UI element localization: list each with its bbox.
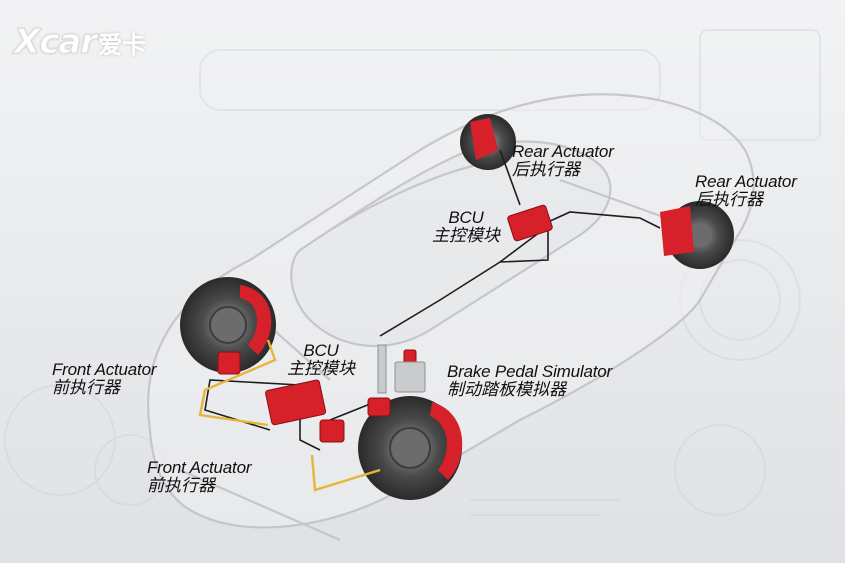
label-en: BCU	[303, 341, 339, 360]
label-zh: 后执行器	[695, 190, 763, 211]
label-bcu-center: BCU 主控模块	[287, 341, 355, 379]
label-en: BCU	[448, 208, 484, 227]
label-en: Rear Actuator	[695, 172, 797, 191]
rear-right-disc	[660, 201, 734, 269]
wiring-yellow	[198, 339, 381, 492]
label-zh: 前执行器	[147, 476, 215, 497]
rear-left-disc	[460, 114, 516, 170]
logo-name: 爱卡	[98, 30, 147, 59]
bcu-rear-block	[507, 204, 553, 242]
front-actuator-left-block	[217, 351, 241, 375]
label-brake-pedal-simulator: Brake Pedal Simulator 制动踏板模拟器	[447, 362, 612, 400]
logo-mark: Xcar	[13, 22, 97, 63]
label-en: Front Actuator	[52, 360, 157, 379]
red-components	[217, 204, 553, 443]
label-zh: 制动踏板模拟器	[447, 380, 566, 401]
label-en: Front Actuator	[147, 458, 252, 477]
label-bcu-top: BCU 主控模块	[432, 208, 500, 246]
label-zh: 主控模块	[287, 359, 355, 380]
background-dashboard-ghost	[4, 29, 821, 516]
bcu-front-block	[265, 379, 327, 426]
label-en: Rear Actuator	[512, 142, 614, 161]
wiring-dark	[204, 149, 661, 451]
front-left-disc	[180, 277, 276, 373]
label-rear-actuator-left: Rear Actuator 后执行器	[512, 142, 614, 180]
label-front-actuator-bottom: Front Actuator 前执行器	[147, 458, 251, 496]
pedal-simulator-block	[367, 397, 391, 417]
front-right-disc	[358, 396, 463, 500]
label-rear-actuator-right: Rear Actuator 后执行器	[695, 172, 797, 210]
label-zh: 主控模块	[432, 226, 500, 247]
front-actuator-bottom-block	[319, 419, 345, 443]
label-zh: 前执行器	[52, 378, 120, 399]
label-front-actuator-left: Front Actuator 前执行器	[52, 360, 156, 398]
label-zh: 后执行器	[512, 160, 580, 181]
xcar-logo: Xcar 爱卡	[13, 22, 147, 63]
pedal-assembly	[377, 344, 426, 394]
label-en: Brake Pedal Simulator	[447, 362, 612, 381]
